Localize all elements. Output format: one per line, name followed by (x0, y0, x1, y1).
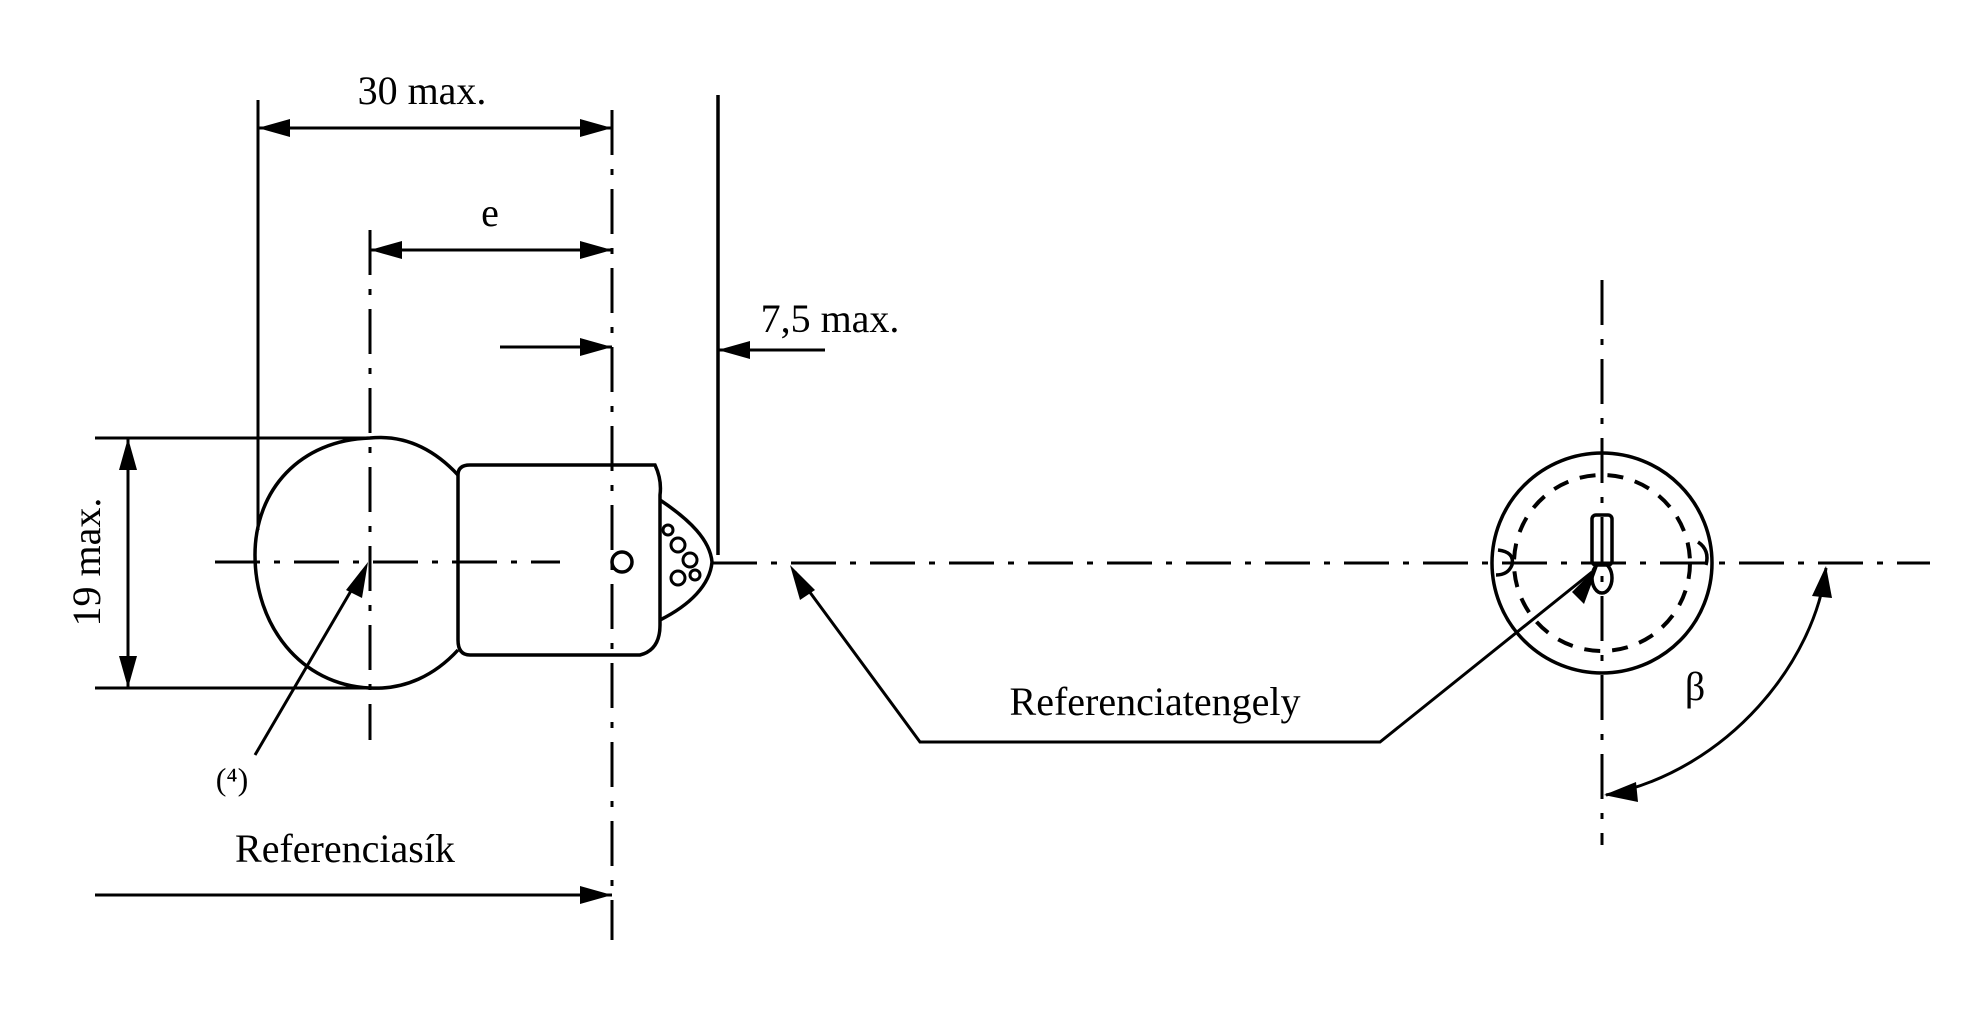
solder-dot (661, 523, 675, 537)
end-view-lug-left (1495, 548, 1515, 577)
end-view-pin-contact (1590, 561, 1614, 595)
solder-dot (681, 551, 699, 569)
solder-dot (688, 568, 702, 582)
dimension-length: 30 max. (256, 68, 612, 530)
note-leader-line (253, 571, 364, 756)
center-lines (215, 110, 1930, 940)
solder-dot (669, 569, 687, 587)
arrowhead (580, 119, 612, 137)
dimension-label-length: 30 max. (358, 68, 487, 113)
dimension-label-diameter: 19 max. (64, 498, 109, 627)
arrowhead (790, 565, 815, 600)
reference-axis-label: Referenciatengely (1010, 679, 1301, 724)
bulb-cap-outline (456, 463, 663, 657)
arrowhead (119, 656, 137, 688)
solder-dot (669, 536, 687, 554)
angle-arc (1605, 567, 1828, 797)
arrowhead (1812, 566, 1832, 598)
reference-axis-callout: Referenciatengely (790, 565, 1598, 744)
arrowhead (1604, 782, 1638, 802)
arrowhead (718, 341, 750, 359)
reference-plane-callout: Referenciasík (95, 826, 612, 904)
reference-plane-label: Referenciasík (235, 826, 455, 871)
dimension-diameter: 19 max. (64, 436, 370, 690)
note-reference-label: (⁴) (216, 761, 248, 797)
arrowhead (370, 241, 402, 259)
cap-pin (610, 550, 634, 574)
solder-contact (659, 498, 714, 622)
end-view-lug-right (1696, 540, 1709, 566)
arrowhead (580, 886, 612, 904)
end-view-dashed-circle (1512, 473, 1692, 653)
arrowhead (580, 241, 612, 259)
arrowhead (119, 438, 137, 470)
reference-axis-leader (793, 570, 1593, 744)
dimension-e: e (370, 190, 612, 259)
dimension-cap-length: 7,5 max. (500, 95, 899, 555)
arrowhead (258, 119, 290, 137)
note-leader: (⁴) (216, 562, 368, 797)
bulb-glass-outline (253, 435, 460, 690)
angle-label: β (1685, 664, 1705, 709)
arrowhead (580, 338, 612, 356)
dimension-label-cap: 7,5 max. (761, 296, 900, 341)
dimension-label-e: e (481, 190, 499, 235)
arrowhead (346, 562, 368, 598)
bulb-end-view (1490, 451, 1714, 675)
end-view-pin-slot (1590, 513, 1614, 567)
end-view-outer-circle (1490, 451, 1714, 675)
angle-beta: β (1604, 566, 1832, 802)
